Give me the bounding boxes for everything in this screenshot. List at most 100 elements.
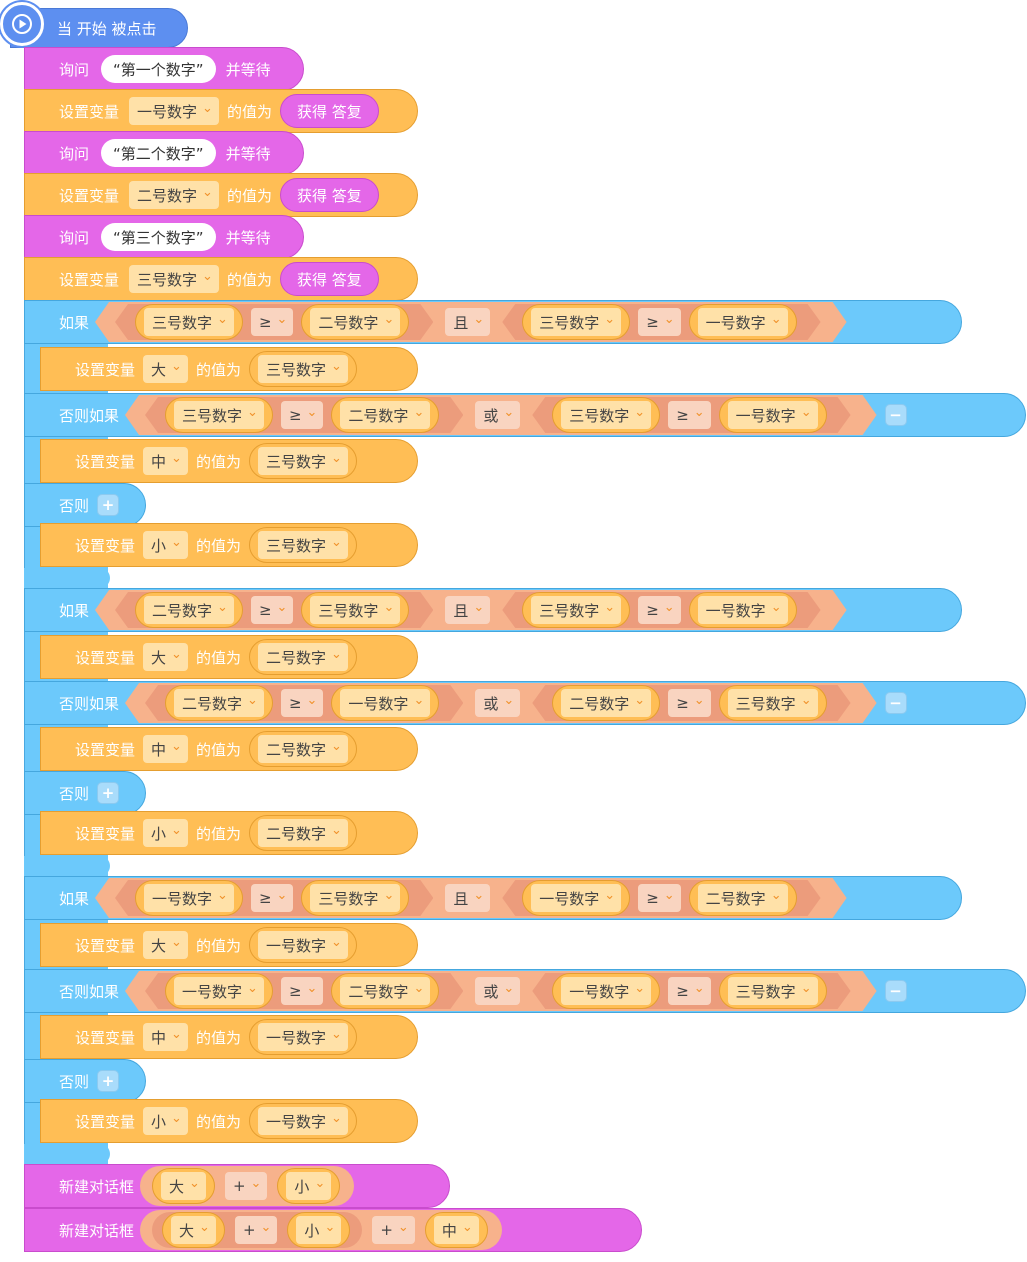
set-variable-block[interactable]: 设置变量二号数字的值为获得 答复	[24, 173, 418, 217]
and-condition[interactable]: 三号数字 ≥ 二号数字 且 三号数字 ≥ 一号数字	[95, 302, 847, 342]
variable-reporter[interactable]: 一号数字	[257, 1023, 348, 1051]
or-condition[interactable]: 三号数字≥二号数字 或 三号数字 ≥ 一号数字	[125, 395, 877, 435]
variable-reporter[interactable]: 一号数字	[257, 1107, 348, 1135]
variable-dropdown[interactable]: 中	[433, 1216, 479, 1244]
operator-dropdown[interactable]: ≥	[281, 977, 323, 1005]
get-answer-reporter[interactable]: 获得 答复	[279, 178, 379, 212]
add-branch-button[interactable]: +	[97, 782, 120, 804]
new-dialog-block[interactable]: 新建对话框 大+小	[24, 1164, 450, 1208]
variable-dropdown[interactable]: 三号数字	[728, 689, 818, 717]
remove-branch-button[interactable]: −	[884, 980, 907, 1002]
operator-dropdown[interactable]: ≥	[638, 884, 680, 912]
logic-dropdown[interactable]: 且	[445, 884, 490, 912]
and-condition[interactable]: 二号数字≥三号数字 且 三号数字≥一号数字	[95, 590, 847, 630]
variable-dropdown[interactable]: 小	[296, 1216, 342, 1244]
operator-dropdown[interactable]: ≥	[251, 308, 293, 336]
else-block[interactable]: 否则+	[24, 483, 146, 527]
set-variable-block[interactable]: 设置变量小的值为二号数字	[40, 811, 418, 855]
logic-dropdown[interactable]: 且	[445, 308, 490, 336]
operator-dropdown[interactable]: +	[372, 1216, 415, 1244]
compare-expression[interactable]: 二号数字≥一号数字	[145, 685, 463, 721]
variable-dropdown[interactable]: 三号数字	[310, 596, 400, 624]
variable-dropdown[interactable]: 三号数字	[310, 884, 400, 912]
question-input[interactable]: “第三个数字”	[101, 223, 216, 251]
compare-expression[interactable]: 一号数字≥三号数字	[115, 880, 433, 916]
add-branch-button[interactable]: +	[97, 1070, 120, 1092]
variable-dropdown[interactable]: 中	[143, 1023, 188, 1051]
operator-dropdown[interactable]: ≥	[668, 401, 710, 429]
operator-dropdown[interactable]: ≥	[281, 689, 323, 717]
variable-reporter[interactable]: 一号数字	[257, 931, 348, 959]
variable-dropdown[interactable]: 二号数字	[144, 596, 234, 624]
variable-dropdown[interactable]: 一号数字	[728, 401, 818, 429]
set-variable-block[interactable]: 设置变量中的值为二号数字	[40, 727, 418, 771]
variable-dropdown[interactable]: 一号数字	[174, 977, 264, 1005]
variable-dropdown[interactable]: 大	[171, 1216, 216, 1244]
variable-dropdown[interactable]: 二号数字	[340, 977, 430, 1005]
variable-dropdown[interactable]: 一号数字	[144, 884, 234, 912]
logic-dropdown[interactable]: 或	[475, 401, 520, 429]
variable-dropdown[interactable]: 三号数字	[561, 401, 651, 429]
operator-dropdown[interactable]: +	[224, 1172, 268, 1200]
variable-reporter[interactable]: 二号数字	[257, 643, 348, 671]
get-answer-reporter[interactable]: 获得 答复	[279, 262, 379, 296]
variable-reporter[interactable]: 二号数字	[257, 819, 348, 847]
variable-dropdown[interactable]: 小	[286, 1172, 332, 1200]
variable-dropdown[interactable]: 三号数字	[174, 401, 264, 429]
variable-reporter[interactable]: 二号数字	[257, 735, 348, 763]
set-variable-block[interactable]: 设置变量三号数字的值为获得 答复	[24, 257, 418, 301]
variable-dropdown[interactable]: 三号数字	[728, 977, 818, 1005]
variable-dropdown[interactable]: 小	[143, 1107, 188, 1135]
variable-reporter[interactable]: 三号数字	[257, 447, 348, 475]
else-if-block[interactable]: 否则如果 三号数字≥二号数字 或 三号数字≥一号数字 −	[24, 393, 1026, 437]
compare-expression[interactable]: 一号数字 ≥ 二号数字	[145, 973, 463, 1009]
if-block[interactable]: 如果 三号数字≥二号数字 且 三号数字≥一号数字	[24, 300, 962, 344]
set-variable-block[interactable]: 设置变量中的值为一号数字	[40, 1015, 418, 1059]
compare-expression[interactable]: 三号数字≥一号数字	[502, 592, 820, 628]
variable-dropdown[interactable]: 三号数字	[144, 308, 234, 336]
operator-dropdown[interactable]: ≥	[638, 308, 680, 336]
variable-dropdown[interactable]: 小	[143, 819, 188, 847]
question-input[interactable]: “第一个数字”	[101, 55, 216, 83]
or-condition[interactable]: 一号数字≥二号数字 或 一号数字≥三号数字	[125, 971, 877, 1011]
new-dialog-block[interactable]: 新建对话框 大+小 + 中	[24, 1208, 642, 1252]
variable-dropdown[interactable]: 中	[143, 447, 188, 475]
compare-expression[interactable]: 二号数字≥三号数字	[115, 592, 433, 628]
set-variable-block[interactable]: 设置变量一号数字的值为获得 答复	[24, 89, 418, 133]
if-block[interactable]: 如果 一号数字≥三号数字 且 一号数字≥二号数字	[24, 876, 962, 920]
operator-dropdown[interactable]: ≥	[638, 596, 680, 624]
if-block[interactable]: 如果 二号数字≥三号数字 且 三号数字≥一号数字	[24, 588, 962, 632]
set-variable-block[interactable]: 设置变量小的值为一号数字	[40, 1099, 418, 1143]
variable-dropdown[interactable]: 二号数字	[174, 689, 264, 717]
operator-dropdown[interactable]: ≥	[668, 977, 710, 1005]
variable-dropdown[interactable]: 二号数字	[310, 308, 400, 336]
question-input[interactable]: “第二个数字”	[101, 139, 216, 167]
set-variable-block[interactable]: 设置变量大的值为一号数字	[40, 923, 418, 967]
variable-reporter[interactable]: 三号数字	[257, 355, 348, 383]
variable-dropdown[interactable]: 一号数字	[531, 884, 621, 912]
else-block[interactable]: 否则+	[24, 771, 146, 815]
set-variable-block[interactable]: 设置变量中的值为三号数字	[40, 439, 418, 483]
logic-dropdown[interactable]: 且	[445, 596, 490, 624]
else-block[interactable]: 否则+	[24, 1059, 146, 1103]
set-variable-block[interactable]: 设置变量小的值为三号数字	[40, 523, 418, 567]
variable-dropdown[interactable]: 二号数字	[561, 689, 651, 717]
or-condition[interactable]: 二号数字≥一号数字 或 二号数字≥三号数字	[125, 683, 877, 723]
add-expression[interactable]: 大+小	[140, 1166, 355, 1206]
variable-dropdown[interactable]: 大	[143, 931, 188, 959]
variable-dropdown[interactable]: 二号数字	[698, 884, 788, 912]
else-if-block[interactable]: 否则如果 一号数字≥二号数字 或 一号数字≥三号数字 −	[24, 969, 1026, 1013]
add-expression[interactable]: 大 + 小	[152, 1212, 363, 1248]
compare-expression[interactable]: 一号数字 ≥ 二号数字	[502, 880, 820, 916]
variable-dropdown[interactable]: 三号数字	[531, 308, 621, 336]
variable-dropdown[interactable]: 三号数字	[129, 265, 219, 293]
ask-block-2[interactable]: 询问“第二个数字”并等待	[24, 131, 304, 175]
get-answer-reporter[interactable]: 获得 答复	[279, 94, 379, 128]
variable-dropdown[interactable]: 一号数字	[698, 308, 788, 336]
add-branch-button[interactable]: +	[97, 494, 120, 516]
and-condition[interactable]: 一号数字≥三号数字 且 一号数字 ≥ 二号数字	[95, 878, 847, 918]
compare-expression[interactable]: 三号数字≥二号数字	[145, 397, 463, 433]
logic-dropdown[interactable]: 或	[475, 689, 520, 717]
variable-dropdown[interactable]: 一号数字	[129, 97, 219, 125]
operator-dropdown[interactable]: +	[234, 1216, 278, 1244]
